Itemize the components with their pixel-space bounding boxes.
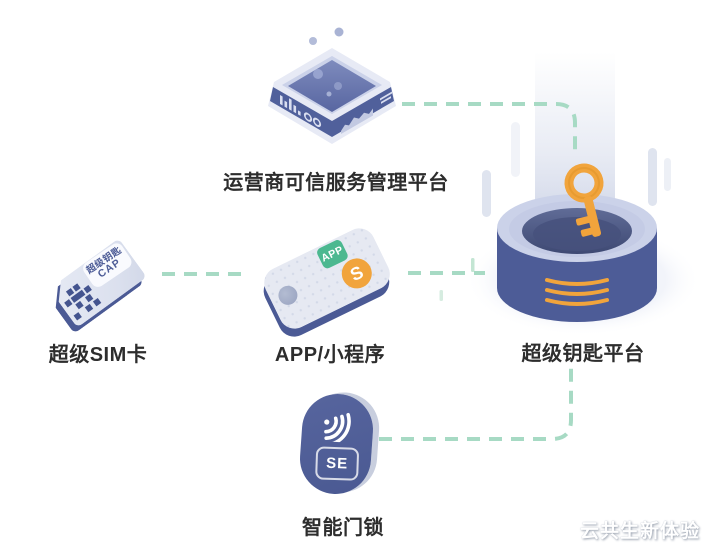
- bubble: [334, 27, 344, 37]
- light-bar: [482, 170, 491, 217]
- home-button-icon: [275, 282, 301, 309]
- sim-chip-icon: [59, 276, 105, 322]
- tsm-server-illustration: [268, 27, 396, 144]
- green-tick: [471, 258, 475, 272]
- watermark: 云共生新体验: [579, 521, 700, 542]
- key-icon: [564, 163, 604, 237]
- lock-label: 智能门锁: [302, 517, 384, 539]
- se-badge: SE: [315, 446, 360, 481]
- equalizer-icon: [280, 95, 322, 128]
- waveform-icon: [341, 91, 392, 134]
- smart-lock-body: SE: [297, 391, 376, 497]
- light-bar: [664, 158, 671, 191]
- green-tick: [439, 290, 443, 301]
- light-bar: [648, 148, 657, 206]
- light-bar: [511, 122, 520, 177]
- sim-card: 超级钥匙 CAP: [49, 238, 147, 327]
- key-podium-illustration: [465, 52, 701, 336]
- smart-lock: SE: [297, 391, 380, 500]
- bubble: [309, 37, 317, 45]
- platform-label: 超级钥匙平台: [521, 343, 645, 365]
- sim-label: 超级SIM卡: [48, 344, 148, 366]
- tsm-label: 运营商可信服务管理平台: [223, 172, 449, 194]
- contactless-icon: [324, 412, 351, 444]
- connector-lock-platform: [379, 367, 573, 441]
- server-screen: [288, 60, 376, 112]
- app-label: APP/小程序: [274, 344, 386, 366]
- phone: APP S: [258, 222, 396, 335]
- podium-stripes: [545, 278, 609, 306]
